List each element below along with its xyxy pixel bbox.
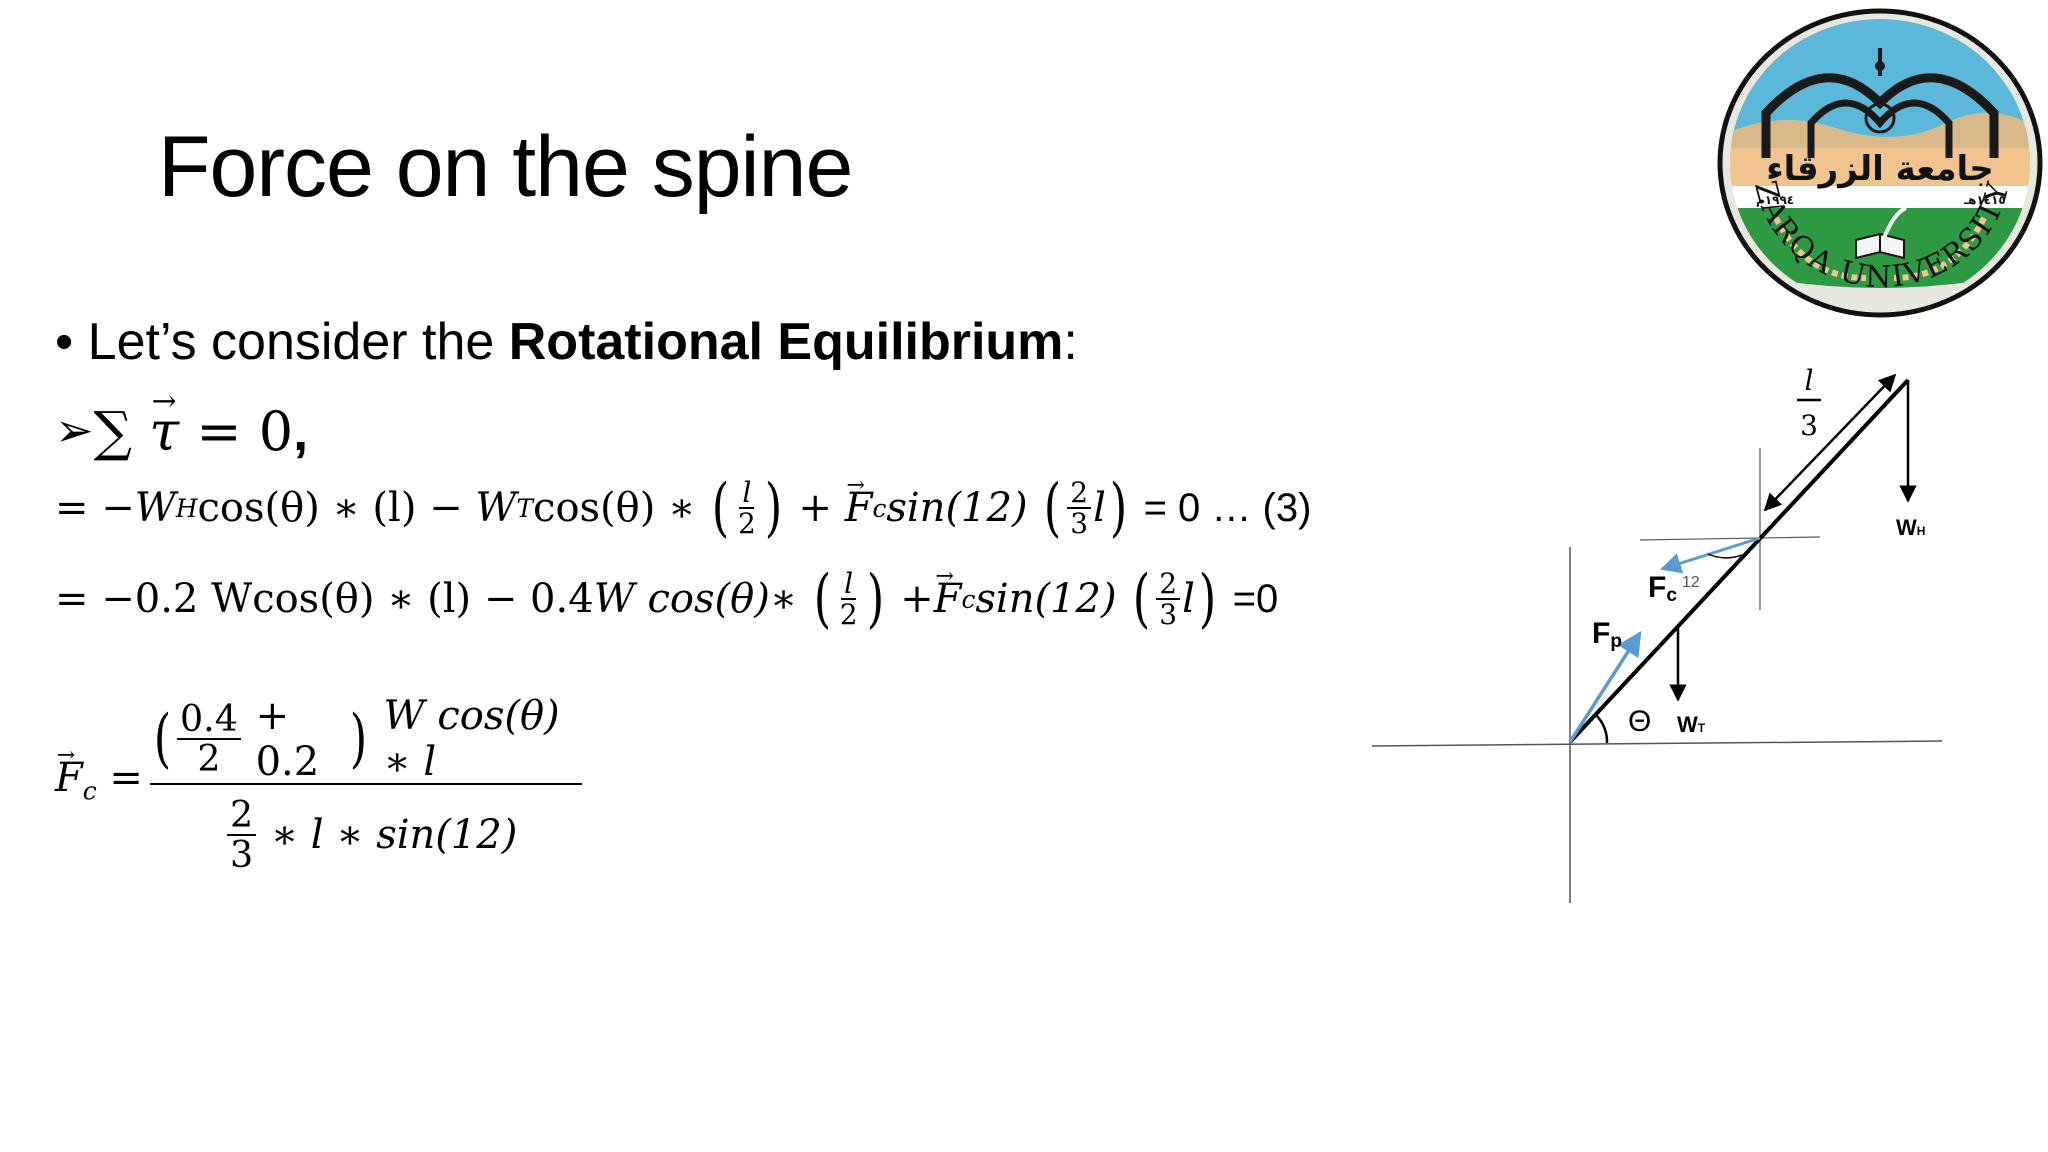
eq2-plus: + bbox=[900, 576, 934, 622]
eq2-fc-sub: c bbox=[961, 584, 976, 614]
logo-finial bbox=[1875, 61, 1885, 71]
label-angle-12: 12 bbox=[1682, 574, 1700, 591]
label-wh: WH bbox=[1896, 515, 1925, 540]
eq2-fc: F bbox=[934, 564, 962, 622]
eq2-sin: sin(12) bbox=[975, 576, 1117, 622]
torque-sum-equation: ➢∑ τ = 0, bbox=[55, 384, 309, 463]
label-l: l bbox=[1805, 365, 1814, 397]
logo-wreath-right bbox=[1893, 216, 1987, 281]
label-fp: Fp bbox=[1592, 617, 1622, 652]
eq2-wcos: W cos(θ) bbox=[593, 576, 770, 622]
label-wt: WT bbox=[1677, 712, 1706, 737]
eq3-num-rest: W cos(θ) ∗ l bbox=[383, 693, 560, 785]
logo-hills bbox=[1730, 112, 2030, 158]
eq3-fraction-bar bbox=[150, 783, 582, 785]
bullet-suffix: : bbox=[1063, 313, 1078, 371]
logo-white-band bbox=[1730, 186, 2030, 208]
eq1-start: = − bbox=[55, 485, 135, 531]
eq3-plus: + 0.2 bbox=[255, 693, 320, 785]
eq1-sin: sin(12) bbox=[886, 485, 1028, 531]
eq1-wt-sub: T bbox=[516, 493, 534, 523]
eq1-fc: F bbox=[845, 473, 873, 531]
logo-wreath-left bbox=[1773, 216, 1867, 281]
fc-arrow bbox=[1659, 536, 1761, 574]
logo-inner-arch bbox=[1807, 99, 1953, 158]
sigma-symbol: ∑ bbox=[93, 400, 133, 463]
eq1-cos1: cos(θ) ∗ (l) − bbox=[197, 485, 463, 531]
eq1-wh: W bbox=[134, 485, 176, 531]
fc-horizontal-axis bbox=[1639, 536, 1821, 541]
logo-year-right: ١٤١٥هـ bbox=[1963, 193, 2006, 207]
logo-arabic-name: جامعة الزرقاء bbox=[1766, 149, 1994, 189]
torque-sum-comma: , bbox=[293, 402, 309, 462]
equation-3-lhs: Fc = bbox=[55, 743, 143, 806]
horizontal-axis bbox=[1371, 740, 1943, 747]
logo-medallion bbox=[1864, 102, 1896, 134]
bullet-prefix: Let’s consider the bbox=[87, 313, 509, 371]
logo-year-left: ١٩٩٤م bbox=[1756, 193, 1794, 208]
tau-vector: τ bbox=[149, 384, 179, 463]
eq1-l: l bbox=[1093, 485, 1106, 531]
label-fc: Fc bbox=[1648, 571, 1677, 606]
torque-sum-rest: = 0 bbox=[179, 400, 294, 463]
label-3: 3 bbox=[1800, 409, 1818, 442]
eq1-wh-sub: H bbox=[175, 493, 198, 523]
eq1-plus: + bbox=[798, 485, 832, 531]
eq3-fc-sub: c bbox=[82, 776, 97, 806]
bullet-rotational-equilibrium: • Let’s consider the Rotational Equilibr… bbox=[55, 312, 1078, 372]
arrow-bullet-icon: ➢ bbox=[55, 403, 94, 457]
angle-12-arc bbox=[1707, 553, 1743, 559]
eq1-fc-sub: c bbox=[872, 493, 887, 523]
spine-line bbox=[1568, 378, 1910, 744]
eq1-wt: W bbox=[475, 485, 517, 531]
bullet-bold-term: Rotational Equilibrium bbox=[508, 313, 1064, 371]
logo-quill-icon bbox=[1882, 206, 1907, 239]
eq3-equals: = bbox=[109, 755, 143, 801]
logo-sand-band bbox=[1730, 148, 2030, 188]
spine-force-diagram: l 3 WH Fc 12 Fp Θ WT bbox=[1371, 365, 1943, 903]
eq1-cos2: cos(θ) ∗ bbox=[533, 485, 696, 531]
eq3-den-rest: ∗ l ∗ sin(12) bbox=[270, 812, 518, 858]
l-over-3-dimension-arrow bbox=[1763, 373, 1897, 512]
eq2-start: = −0.2 Wcos(θ) ∗ (l) − 0.4 bbox=[55, 576, 594, 622]
bullet-marker: • bbox=[55, 313, 74, 371]
theta-arc bbox=[1595, 714, 1609, 744]
eq1-result: = 0 … (3) bbox=[1143, 485, 1312, 530]
slide-title: Force on the spine bbox=[158, 119, 853, 215]
label-theta: Θ bbox=[1628, 705, 1651, 738]
fp-arrow bbox=[1568, 630, 1642, 743]
eq2-star: ∗ bbox=[769, 576, 797, 622]
zarqa-university-logo: جامعة الزرقاء ١٩٩٤م ١٤١٥هـ ZARQA UNIVERS… bbox=[1717, 8, 2043, 318]
eq3-fc: F bbox=[55, 743, 83, 801]
eq2-result: =0 bbox=[1232, 576, 1279, 621]
eq2-l: l bbox=[1182, 576, 1195, 622]
